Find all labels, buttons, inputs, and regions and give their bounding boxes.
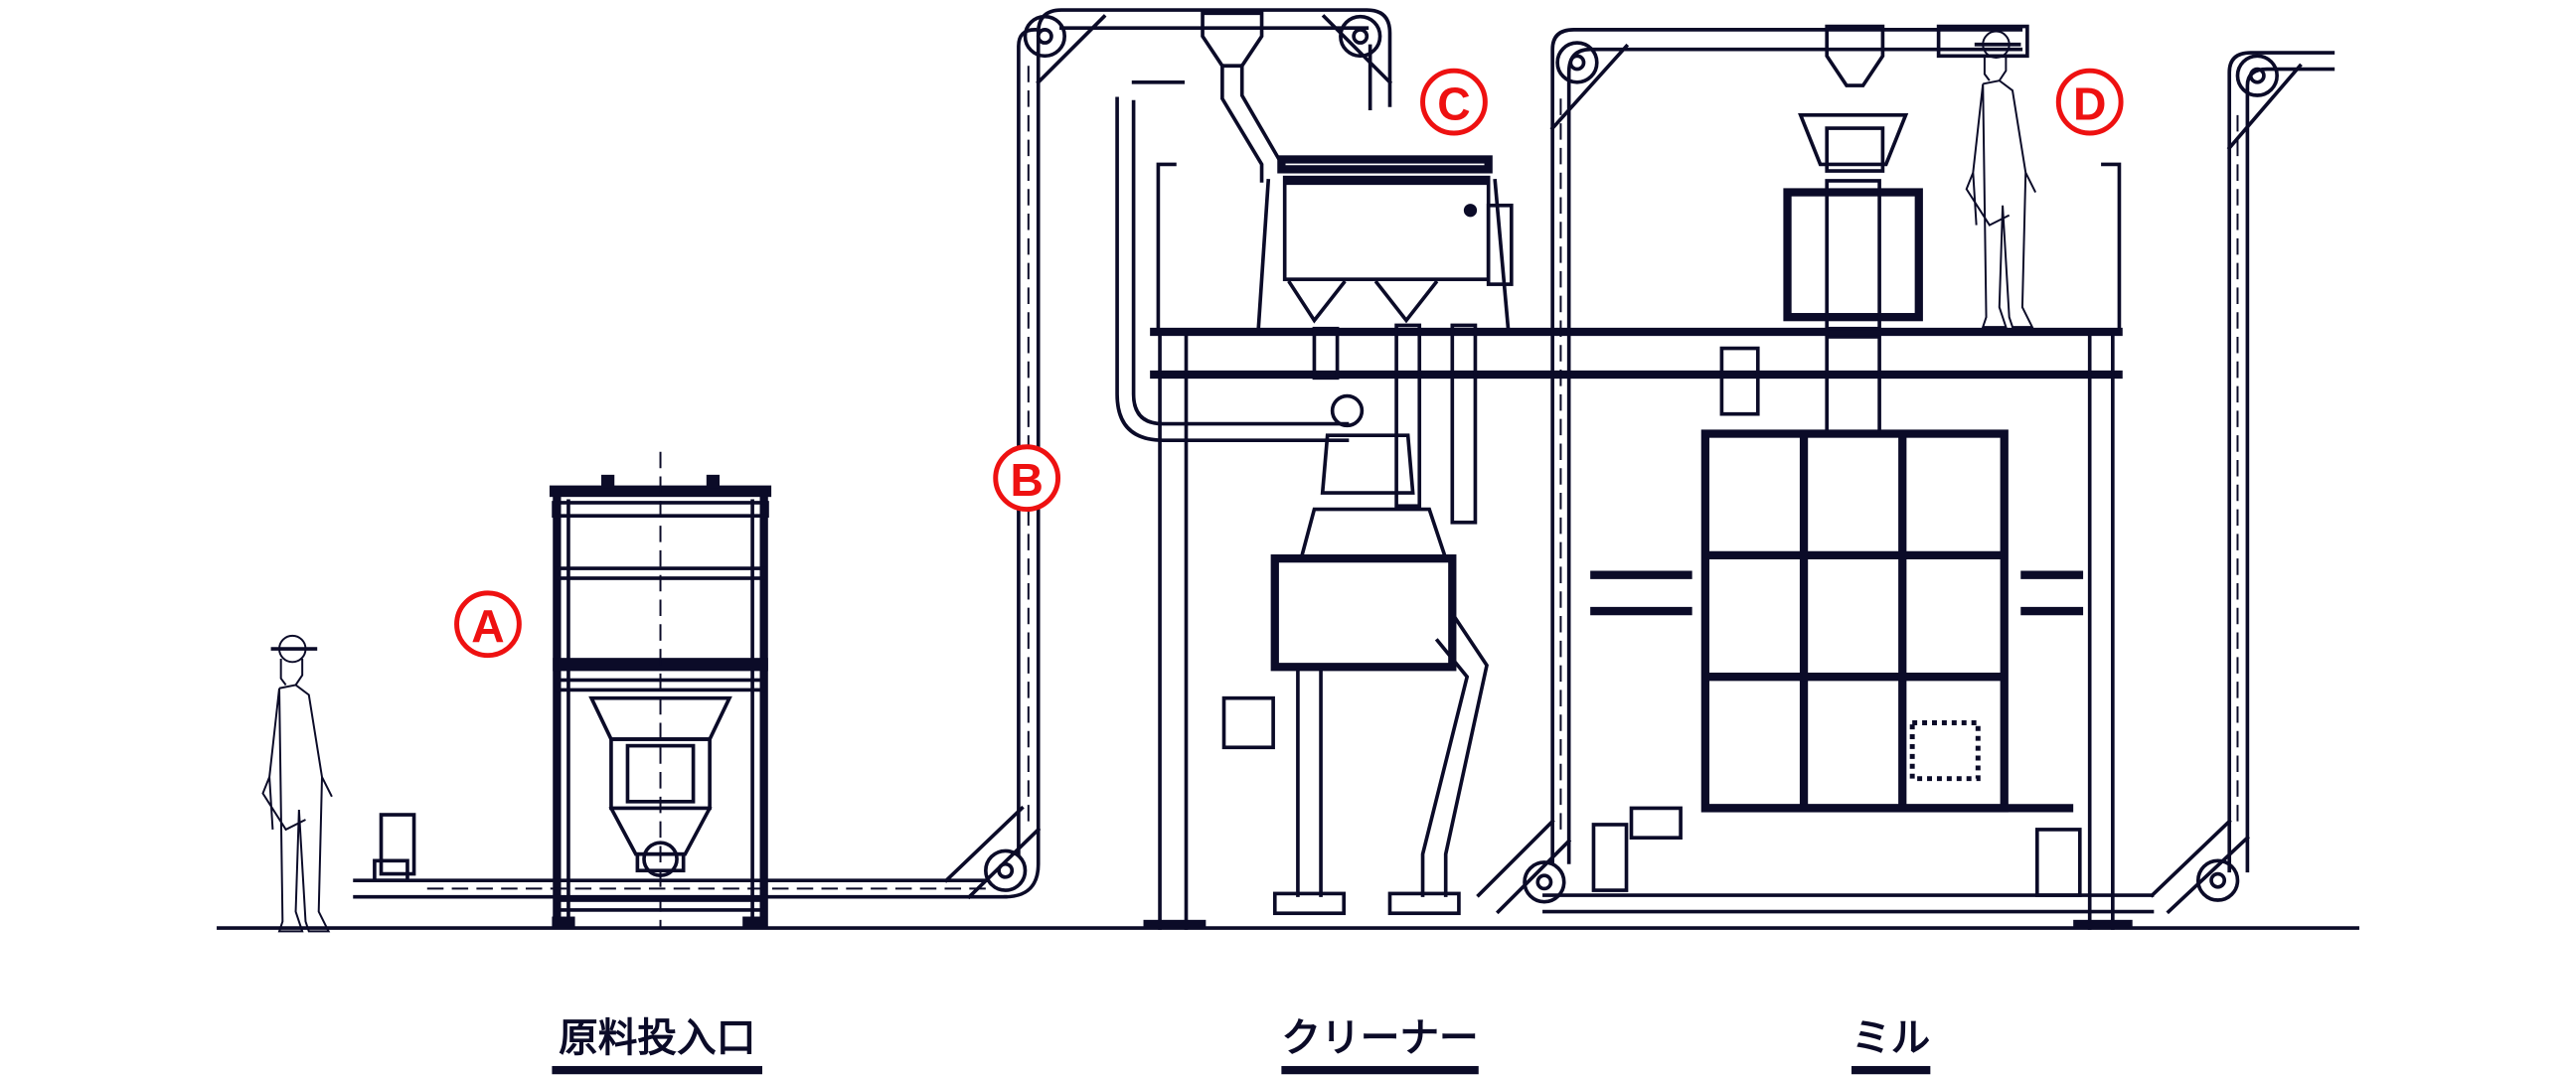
section-underline (1852, 1065, 1931, 1075)
section-label-mill: ミル (1852, 1015, 1931, 1075)
marker-c: C (1420, 68, 1488, 136)
worker-figure-right (1964, 29, 2037, 329)
mill-station (1476, 24, 2335, 915)
marker-d: D (2055, 68, 2124, 136)
marker-c-text: C (1437, 77, 1470, 129)
section-label-mill-text: ミル (1852, 1015, 1930, 1061)
worker-figure-left (260, 634, 334, 934)
section-label-input: 原料投入口 (552, 1015, 763, 1075)
section-label-input-text: 原料投入口 (559, 1015, 755, 1061)
section-label-cleaner-text: クリーナー (1281, 1015, 1478, 1061)
conveyor-b (353, 8, 1393, 900)
marker-b-text: B (1010, 454, 1043, 506)
section-underline (552, 1065, 763, 1075)
marker-a-text: A (471, 600, 504, 652)
section-label-cleaner: クリーナー (1281, 1015, 1479, 1075)
section-underline (1281, 1065, 1479, 1075)
marker-a: A (454, 590, 522, 659)
cleaner-station (1115, 79, 2133, 930)
marker-b: B (993, 444, 1061, 513)
marker-d-text: D (2073, 77, 2106, 129)
input-station (373, 451, 772, 929)
